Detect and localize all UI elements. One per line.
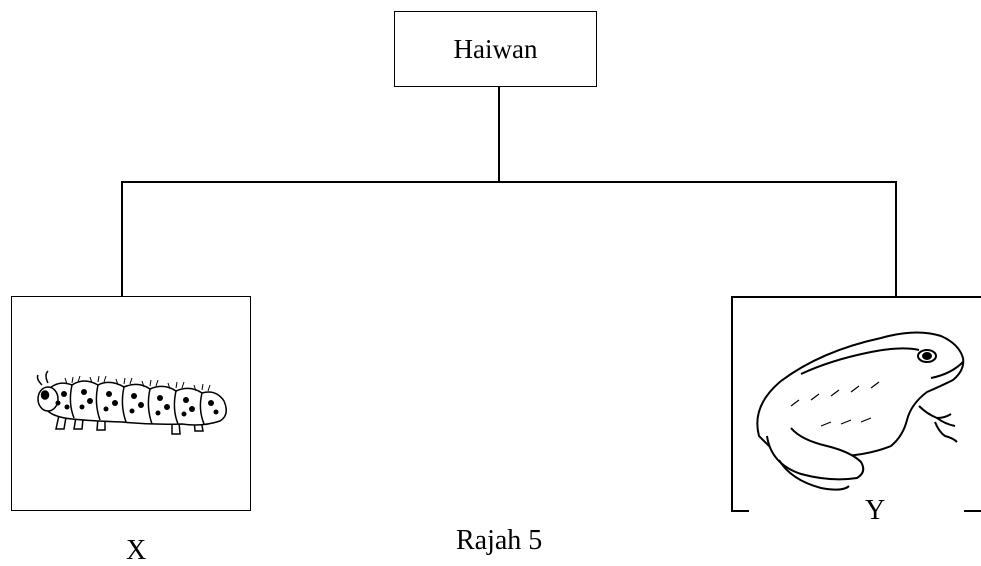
child-box-y-left bbox=[731, 296, 733, 512]
child-box-y-top bbox=[731, 296, 981, 298]
connector-trunk bbox=[498, 87, 500, 182]
child-box-y-bottom-right bbox=[964, 510, 981, 512]
child-box-y-bottom-left bbox=[731, 510, 749, 512]
figure-caption: Rajah 5 bbox=[456, 525, 543, 556]
root-node-haiwan: Haiwan bbox=[394, 11, 597, 87]
caterpillar-icon bbox=[36, 370, 227, 435]
connector-horizontal bbox=[121, 181, 897, 183]
child-label-y: Y bbox=[865, 495, 886, 526]
frog-icon bbox=[756, 331, 965, 491]
connector-right-drop bbox=[895, 181, 897, 297]
child-box-y bbox=[731, 296, 981, 512]
root-node-label: Haiwan bbox=[453, 33, 538, 64]
child-box-x bbox=[11, 296, 251, 511]
child-label-x: X bbox=[126, 535, 147, 566]
connector-left-drop bbox=[121, 181, 123, 297]
